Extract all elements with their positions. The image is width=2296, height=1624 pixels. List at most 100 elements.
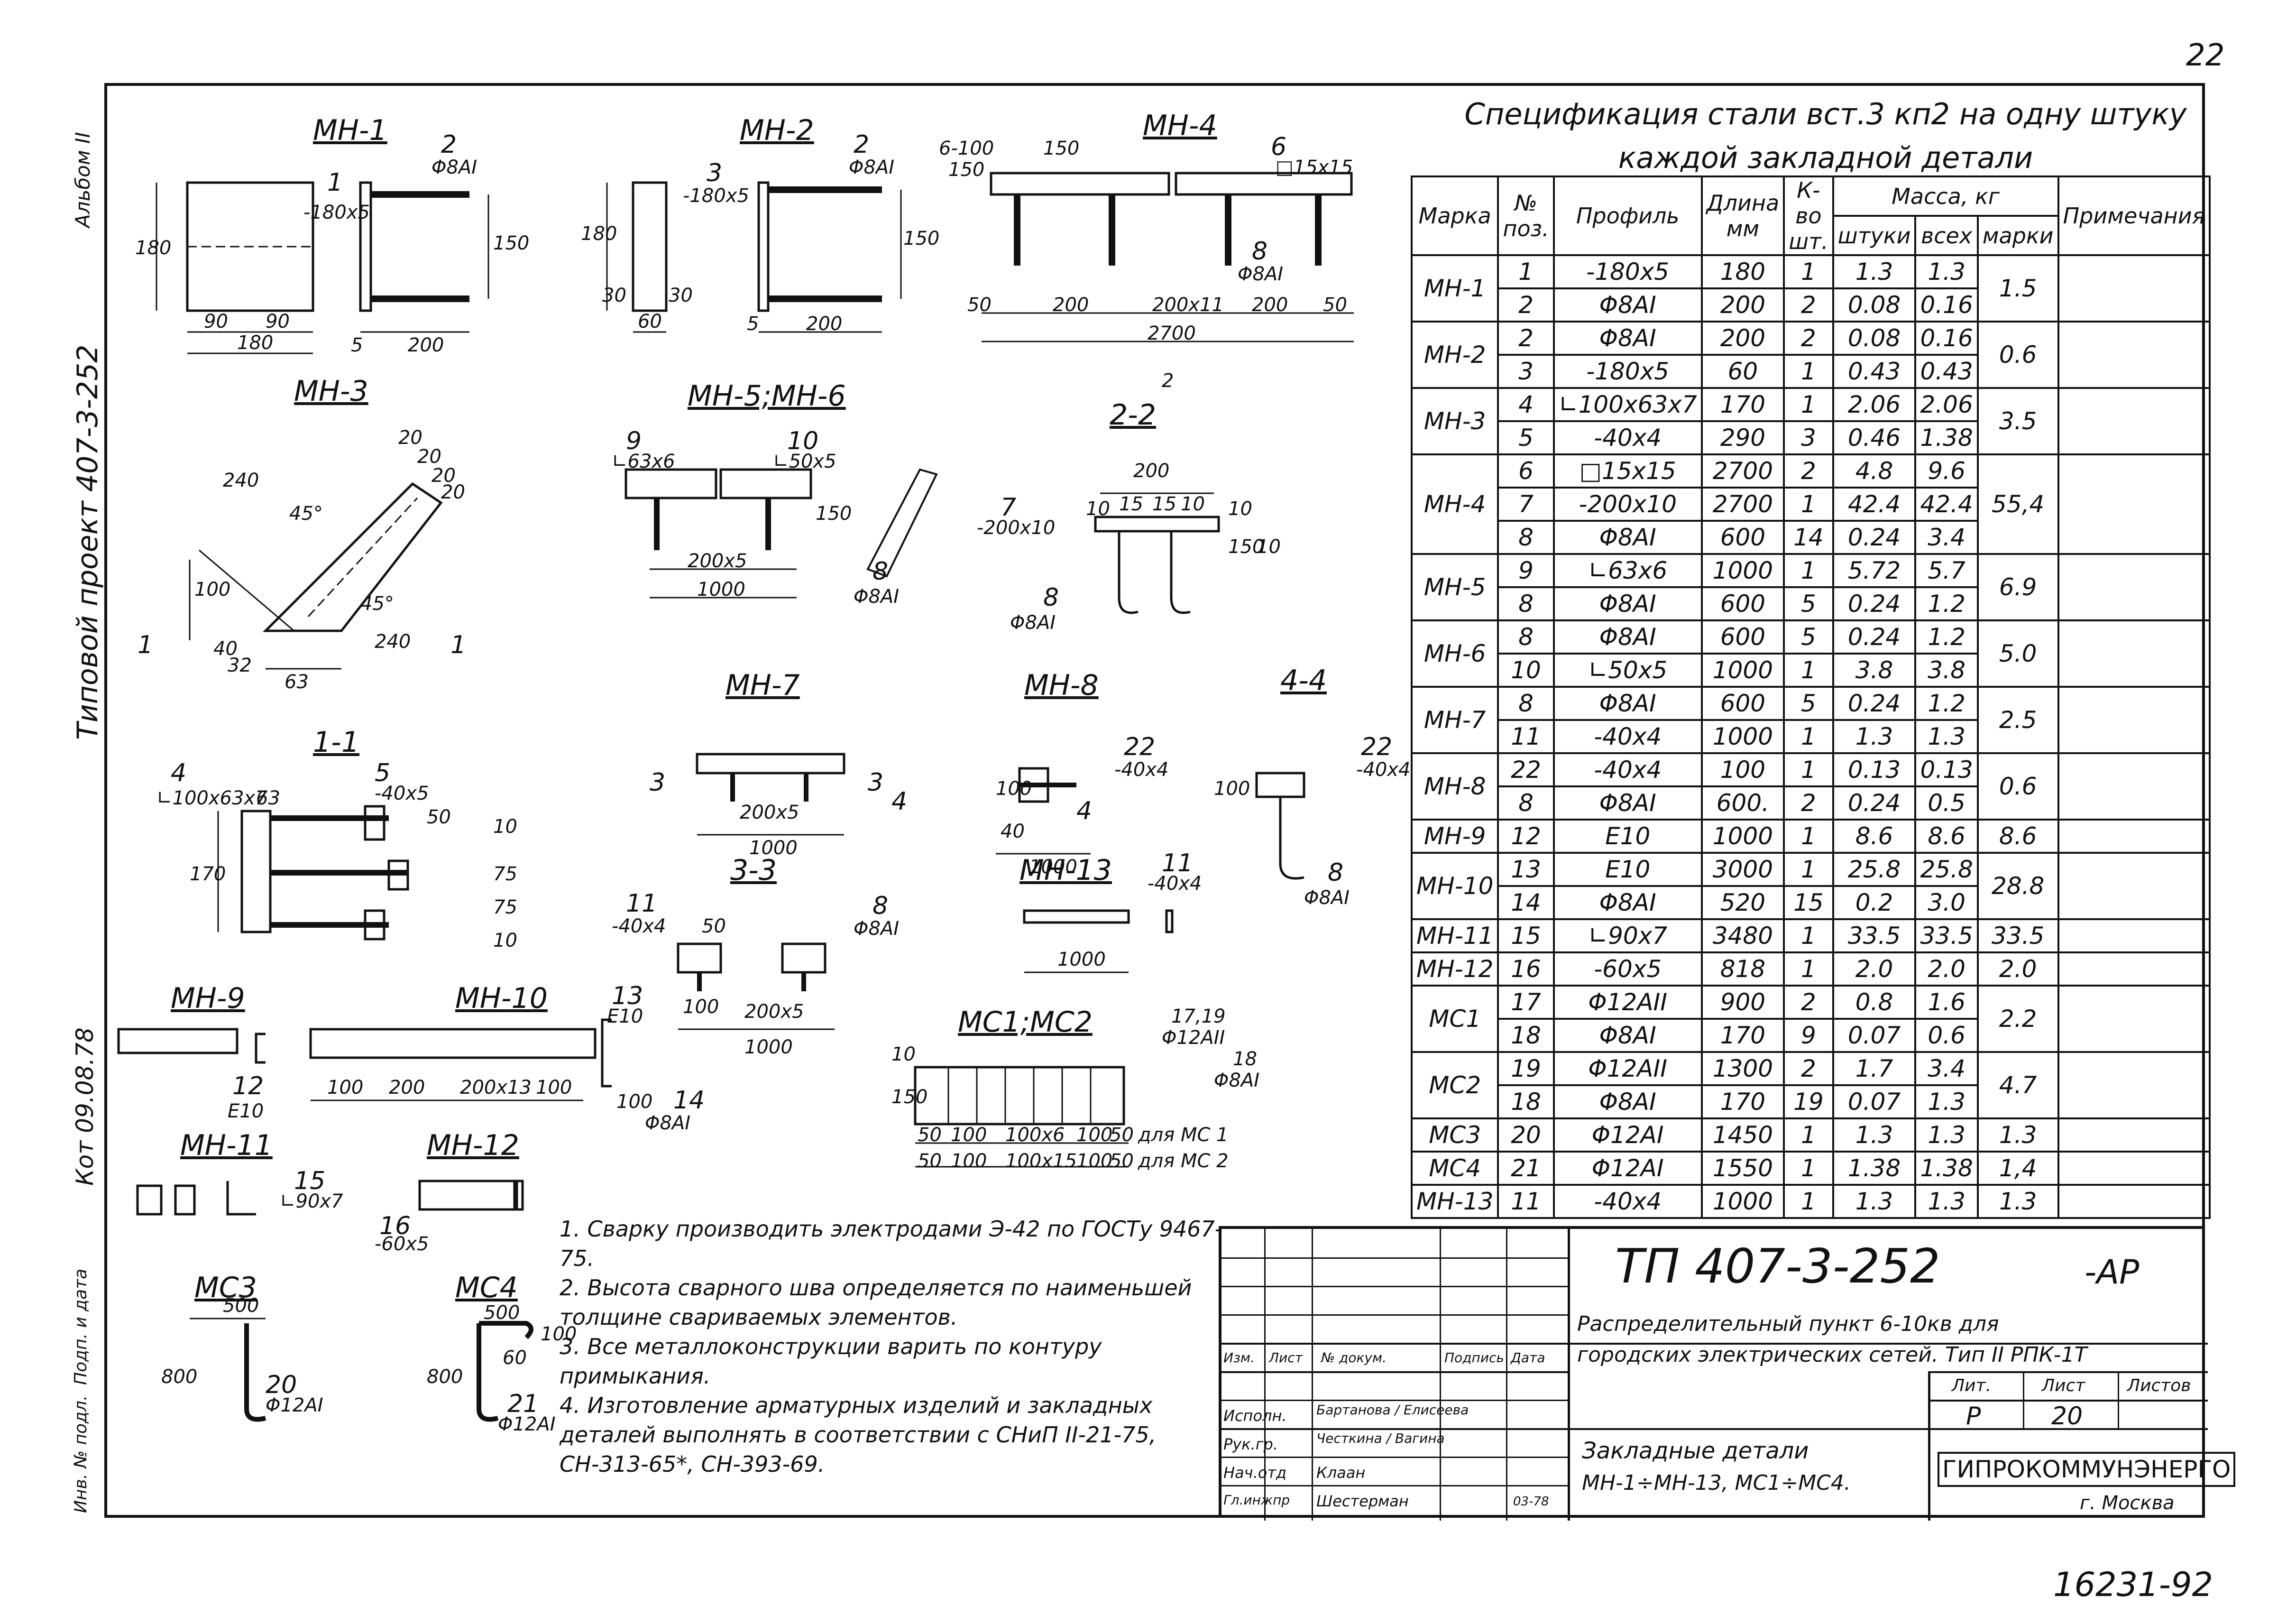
spec-cell-mass-piece: 1.3	[1832, 1117, 1917, 1153]
mn4-dim-200x11: 200x11	[1152, 294, 1224, 316]
spec-cell-qty: 2	[1783, 453, 1834, 489]
mn7-section-mark-right: 3	[868, 768, 884, 797]
spec-cell-pos: 20	[1497, 1117, 1555, 1153]
spec-cell-length: 1000	[1700, 1184, 1785, 1219]
spec-cell-profile: Φ8AI	[1552, 520, 1703, 555]
mn3-dim-20a: 20	[398, 427, 422, 449]
spec-cell-length: 600.	[1700, 785, 1785, 821]
spec-cell-note	[2057, 1051, 2211, 1119]
mn2-title: МН-2	[740, 114, 814, 147]
mn2-dim-200: 200	[806, 313, 843, 335]
spec-cell-mass-piece: 0.24	[1832, 586, 1917, 621]
mn1-title: МН-1	[313, 114, 387, 147]
spec-cell-note	[2057, 852, 2211, 920]
mn10-dim-100c: 100	[616, 1091, 653, 1113]
spec-cell-mass-all: 0.16	[1914, 287, 1979, 323]
spec-cell-length: 1300	[1700, 1051, 1785, 1086]
spec-cell-mass-piece: 25.8	[1832, 852, 1917, 887]
note-2: 2. Высота сварного шва определяется по н…	[560, 1275, 1192, 1330]
s22-dim-150: 150	[1228, 536, 1265, 558]
spec-cell-mass-all: 9.6	[1914, 453, 1979, 489]
spec-cell-mass-all: 3.8	[1914, 653, 1979, 688]
spec-cell-profile: ∟63x6	[1552, 553, 1703, 588]
mn11-prof15: ∟90x7	[280, 1190, 343, 1212]
spec-cell-length: 290	[1700, 420, 1785, 455]
spec-cell-mass-all: 1.3	[1914, 1117, 1979, 1153]
mc12-prof18: Φ8AI	[1214, 1070, 1260, 1091]
mn8-drawing	[996, 767, 1091, 855]
mn4-drawing	[982, 172, 1354, 342]
mn2-dim-5: 5	[747, 313, 759, 335]
mn3-section-mark-right: 1	[450, 631, 467, 659]
spec-cell-mass-piece: 0.07	[1832, 1018, 1917, 1053]
mn2-dim-60: 60	[638, 311, 662, 332]
spec-cell-qty: 1	[1783, 254, 1834, 289]
spec-cell-note	[2057, 1117, 2211, 1153]
s33-dim-1000: 1000	[744, 1036, 793, 1058]
lit-label: Лит.	[1952, 1376, 1991, 1395]
mc3-dim-500: 500	[223, 1295, 259, 1317]
mn7-section-mark-left: 3	[650, 768, 666, 797]
spec-header-mass-piece: штуки	[1832, 215, 1917, 256]
mn3-section-mark-left: 1	[138, 631, 154, 659]
spec-cell-length: 170	[1700, 1018, 1785, 1053]
mn8-dim-100: 100	[996, 778, 1032, 800]
s22-dim-10a: 10	[1086, 498, 1110, 520]
spec-cell-length: 200	[1700, 321, 1785, 356]
spec-cell-length: 520	[1700, 885, 1785, 920]
mn2-prof3: -180x5	[683, 185, 749, 207]
spec-cell-pos: 1	[1497, 254, 1555, 289]
spec-title: Спецификация стали вст.3 кп2 на одну шту…	[1437, 92, 2214, 180]
note-1: 1. Сварку производить электродами Э-42 п…	[560, 1216, 1223, 1271]
role-dept-head: Нач.отд	[1223, 1464, 1287, 1482]
spec-cell-mass-piece: 5.72	[1832, 553, 1917, 588]
s11-dim-10a: 10	[493, 816, 517, 838]
spec-cell-pos: 2	[1497, 287, 1555, 323]
sheets-label: Листов	[2127, 1376, 2191, 1395]
s22-prof8: Φ8AI	[1010, 612, 1056, 634]
spec-cell-profile: Φ12AII	[1552, 985, 1703, 1020]
organization-city: г. Москва	[2080, 1492, 2175, 1514]
spec-cell-mass-all: 1.3	[1914, 1084, 1979, 1119]
s11-dim-75b: 75	[493, 896, 517, 918]
spec-cell-length: 818	[1700, 951, 1785, 987]
mc12-dim-10: 10	[891, 1043, 916, 1065]
spec-cell-length: 600	[1700, 686, 1785, 721]
mn1-pos1: 1	[327, 168, 343, 197]
spec-cell-pos: 18	[1497, 1084, 1555, 1119]
spec-cell-qty: 1	[1783, 918, 1834, 953]
spec-cell-qty: 2	[1783, 321, 1834, 356]
note-4: 4. Изготовление арматурных изделий и зак…	[560, 1393, 1157, 1477]
spec-cell-length: 900	[1700, 985, 1785, 1020]
mn8-title: МН-8	[1024, 669, 1099, 702]
mn56-dim-1000: 1000	[697, 579, 745, 600]
s33-pos8: 8	[872, 892, 889, 920]
spec-cell-pos: 8	[1497, 586, 1555, 621]
spec-cell-pos: 22	[1497, 752, 1555, 787]
role-group-head: Рук.гр.	[1223, 1435, 1278, 1453]
spec-cell-qty: 2	[1783, 985, 1834, 1020]
spec-cell-mass-piece: 1.7	[1832, 1051, 1917, 1086]
spec-cell-qty: 2	[1783, 785, 1834, 821]
mn3-dim-20b: 20	[417, 446, 441, 468]
spec-cell-mass-all: 8.6	[1914, 819, 1979, 854]
spec-cell-mass-all: 1.38	[1914, 1151, 1979, 1186]
spec-cell-note	[2057, 321, 2211, 389]
mc3-title: МС3	[194, 1271, 257, 1304]
spec-cell-profile: -180x5	[1552, 254, 1703, 289]
spec-cell-profile: -40x4	[1552, 1184, 1703, 1219]
spec-cell-mass-all: 3.4	[1914, 520, 1979, 555]
mc12-for-mc2: для МС 2	[1138, 1150, 1229, 1172]
mn4-dim-50b: 50	[1323, 294, 1347, 316]
spec-cell-profile: Φ8AI	[1552, 586, 1703, 621]
spec-cell-mass-mark: 55,4	[1976, 453, 2059, 555]
organization-name: ГИПРОКОММУНЭНЕРГО	[1938, 1452, 2236, 1487]
